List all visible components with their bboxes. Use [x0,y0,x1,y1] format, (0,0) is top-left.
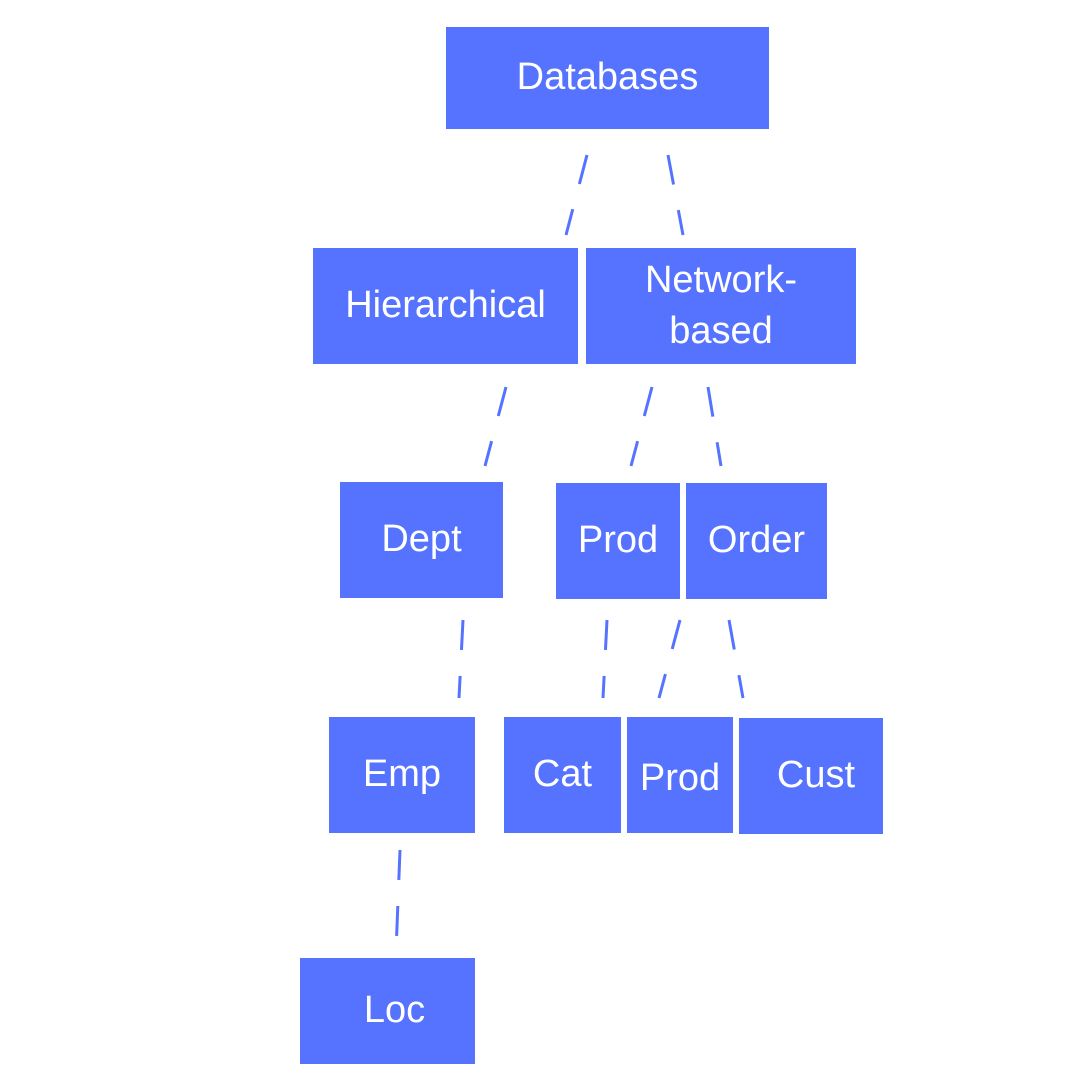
node-loc-label: Loc [363,989,426,1032]
node-network-based: Network- based [586,248,856,364]
connector-hierarchical-dept [483,386,508,467]
node-cust-label: Cust [776,754,856,797]
node-prod-label: Prod [577,519,659,562]
node-databases-label: Databases [516,56,699,99]
connector-dept-emp [457,619,465,699]
node-cat: Cat [504,717,621,833]
node-prod: Prod [556,483,680,599]
node-cust: Cust [739,718,883,834]
node-databases: Databases [446,27,769,129]
connector-databases-network [666,154,685,236]
connector-order-cust [727,619,745,699]
node-loc: Loc [300,958,475,1064]
node-dept-label: Dept [381,518,462,561]
node-order: Order [686,483,827,599]
connector-emp-loc [394,849,402,953]
node-hierarchical-label: Hierarchical [345,284,546,327]
node-cat-label: Cat [532,753,593,796]
node-dept: Dept [340,482,503,598]
connector-network-prod [629,386,654,467]
node-hierarchical: Hierarchical [313,248,578,364]
node-emp: Emp [329,717,475,833]
node-prod-2-label: Prod [639,757,721,800]
connector-order-prod2 [657,619,682,699]
connector-prod-cat [601,619,609,699]
node-emp-label: Emp [362,753,442,796]
connector-network-order [706,386,723,467]
node-prod-2: Prod [627,717,733,833]
connector-databases-hierarchical [564,154,589,236]
node-network-based-label: Network- based [644,258,798,352]
node-order-label: Order [707,519,806,562]
